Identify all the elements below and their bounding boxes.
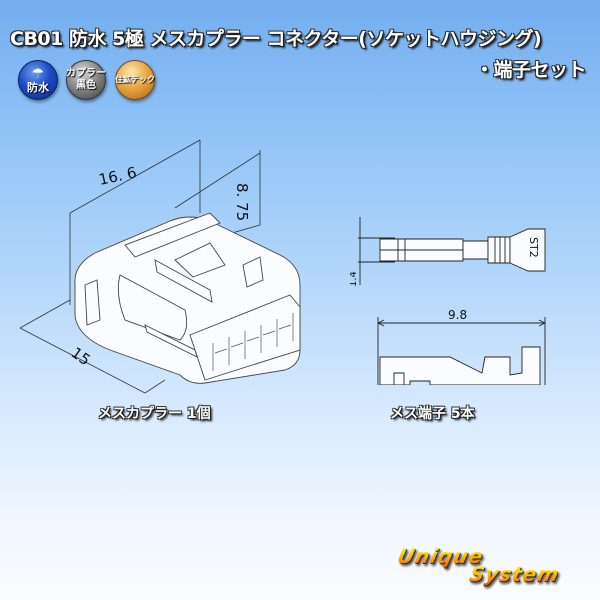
dim-thickness-label: 1.4 [350,271,359,287]
dim-width-label: 15 [68,344,94,370]
brand-logo-line2: System [467,562,562,586]
product-title: CB01 防水 5極 メスカプラー コネクター(ソケットハウジング) [10,28,542,50]
waterproof-badge-label: 防水 [27,81,49,94]
housing-caption: メスカプラー 1個 [98,406,211,422]
color-badge-label-line1: カプラー [66,68,106,79]
dim-length-label: 16. 6 [97,163,138,189]
umbrella-icon: ☂ [31,66,45,82]
terminal-drawing-top: ST2 1.4 [350,217,546,287]
color-black-badge: カプラー 黒色 [66,60,106,100]
product-title-continued: ・端子セット [474,59,587,81]
dim-length-label: 9.8 [448,308,467,322]
manufacturer-badge: 住鉱テック [115,60,155,100]
manufacturer-badge-label: 住鉱テック [115,75,155,84]
housing-drawing: 16. 6 8. 75 15 [19,139,301,394]
color-badge-label-line2: 黒色 [76,80,96,91]
dim-height-label: 8. 75 [233,183,251,221]
terminal-caption: メス端子 5本 [390,406,475,422]
waterproof-badge: ☂ 防水 [18,60,58,100]
terminal-drawing-side: 9.8 [377,308,546,385]
terminal-stamp: ST2 [527,237,540,258]
